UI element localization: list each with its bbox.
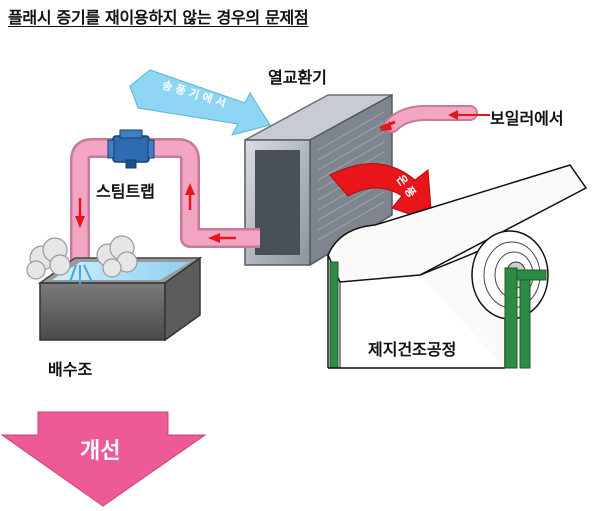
- drying-process-label: 제지건조공정: [368, 340, 456, 359]
- flash-steam-cloud: [26, 235, 138, 280]
- page-title: 플래시 증기를 재이용하지 않는 경우의 문제점: [8, 8, 309, 27]
- paper-drying-machine: [327, 164, 588, 369]
- condensate-pipe: [70, 138, 260, 262]
- drain-tank-label: 배수조: [48, 360, 92, 379]
- improvement-label: 개선: [80, 439, 120, 464]
- improvement-arrow: 개선: [0, 411, 207, 507]
- heat-exchanger-label: 열교환기: [268, 68, 327, 87]
- steam-trap: [107, 129, 155, 169]
- steam-trap-label: 스팀트랩: [96, 182, 155, 201]
- heat-exchanger: [244, 93, 393, 267]
- boiler-label: 보일러에서: [490, 109, 564, 128]
- discharge-spray: [69, 264, 93, 284]
- boiler-steam-pipe: [379, 104, 490, 133]
- blower-air-arrow: 송 풍 기 에 서: [129, 69, 271, 136]
